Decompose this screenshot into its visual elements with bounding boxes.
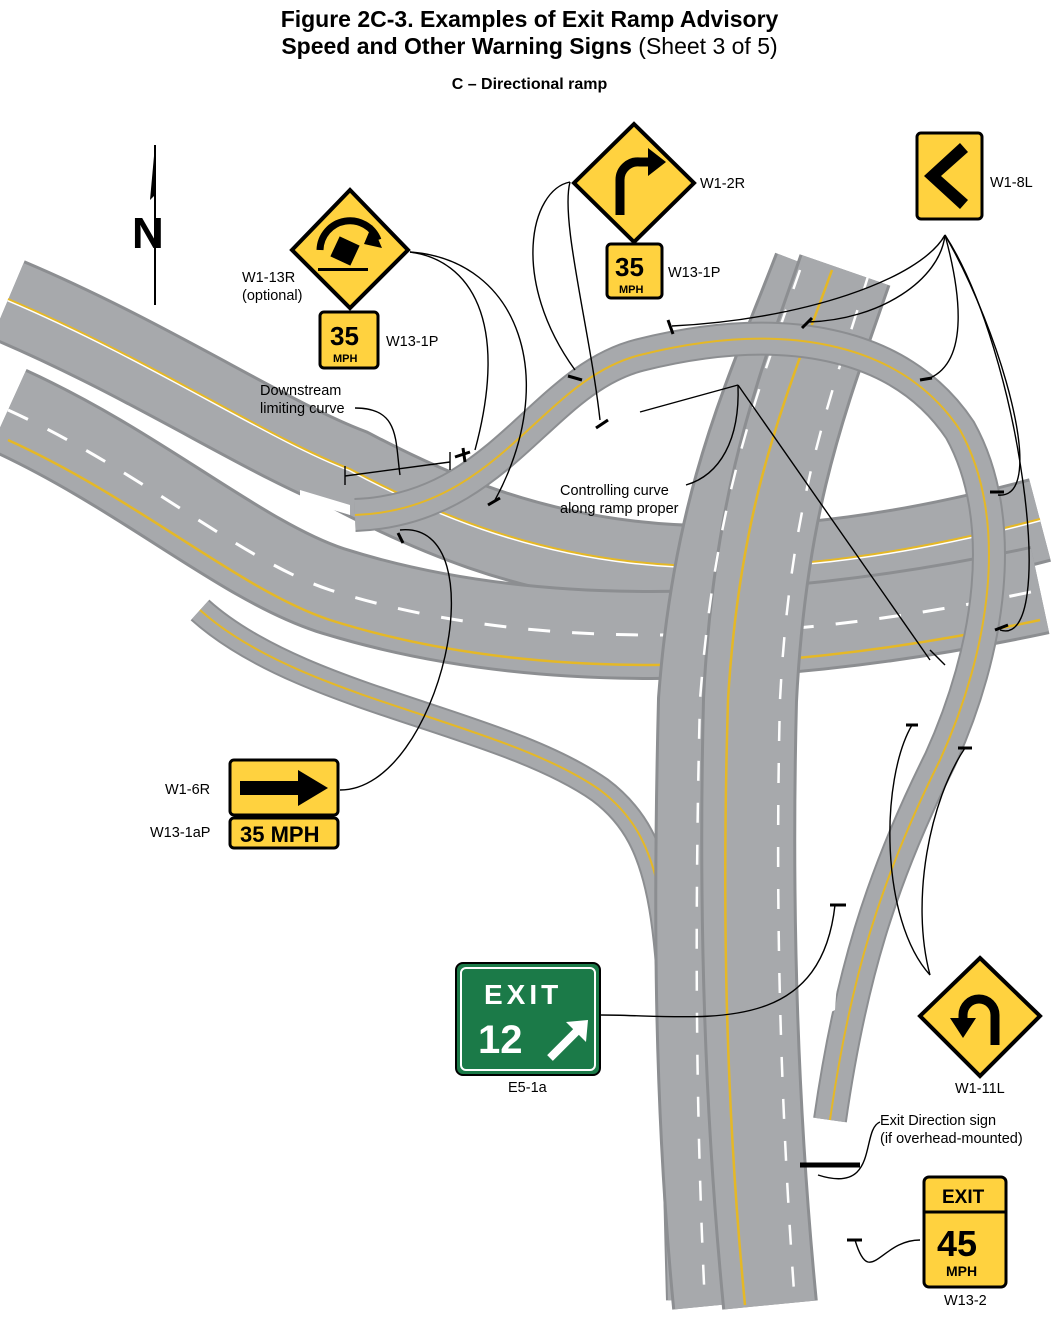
w13-1p-left-code: W13-1P <box>386 334 438 350</box>
annotations: Downstream limiting curve Controlling cu… <box>260 383 1023 1147</box>
w13-1ap-code: W13-1aP <box>150 825 210 841</box>
w1-8l-code: W1-8L <box>990 175 1033 191</box>
w1-13r-note: (optional) <box>242 288 302 304</box>
northbound-freeway <box>654 252 891 1310</box>
w13-1p-top-speed: 35 <box>615 252 644 282</box>
w1-13r-code: W1-13R <box>242 270 295 286</box>
e5-1a-line2: 12 <box>478 1018 523 1062</box>
e5-1a-code: E5-1a <box>508 1080 548 1096</box>
downstream-label-1: Downstream <box>260 383 341 399</box>
north-arrow: N <box>132 145 164 305</box>
w1-11l-code: W1-11L <box>955 1081 1005 1097</box>
sign-w13-1p-top: 35 MPH W13-1P <box>605 242 720 300</box>
sign-w1-8l: W1-8L <box>915 131 1033 221</box>
sign-e5-1a: EXIT 12 E5-1a <box>455 962 601 1096</box>
w13-2-line1: EXIT <box>942 1187 985 1208</box>
sign-w13-1ap: 35 MPH W13-1aP <box>150 816 340 850</box>
eastbound-freeway <box>0 369 1050 680</box>
directional-ramp <box>354 321 1006 1123</box>
figure-title-line1: Figure 2C-3. Examples of Exit Ramp Advis… <box>280 6 779 32</box>
exit-direction-label-2: (if overhead-mounted) <box>880 1131 1023 1147</box>
w13-1p-left-speed: 35 <box>330 321 359 351</box>
w13-1p-left-unit: MPH <box>333 353 358 365</box>
sign-w1-6r: W1-6R <box>165 758 340 817</box>
roadways <box>0 252 1051 1310</box>
sign-w1-2r: W1-2R <box>571 121 745 245</box>
e5-1a-line1: EXIT <box>484 979 562 1010</box>
gore-markings <box>80 490 840 1020</box>
w13-1p-top-unit: MPH <box>619 284 644 296</box>
w1-6r-code: W1-6R <box>165 782 210 798</box>
figure-title-line2: Speed and Other Warning Signs <box>281 33 632 59</box>
left-ramp <box>190 599 694 1301</box>
w13-1p-top-code: W13-1P <box>668 265 720 281</box>
w13-2-unit: MPH <box>946 1263 977 1279</box>
sign-w13-2: EXIT 45 MPH W13-2 <box>922 1175 1008 1309</box>
sign-post-markers <box>396 316 1009 1242</box>
sign-w1-13r: W1-13R (optional) <box>242 187 411 311</box>
figure-subtitle: C – Directional ramp <box>451 76 608 93</box>
w1-2r-code: W1-2R <box>700 176 745 192</box>
figure-title: Figure 2C-3. Examples of Exit Ramp Advis… <box>0 6 1059 60</box>
figure-title-suffix: (Sheet 3 of 5) <box>631 33 778 59</box>
north-label: N <box>132 209 164 258</box>
w13-2-code: W13-2 <box>944 1293 987 1309</box>
w13-1ap-text: 35 MPH <box>240 822 319 847</box>
sign-w13-1p-left: 35 MPH W13-1P <box>318 310 438 370</box>
callout-lines <box>339 181 1030 1263</box>
downstream-label-2: limiting curve <box>260 401 345 417</box>
sign-w1-11l: W1-11L <box>917 955 1043 1097</box>
exit-direction-label-1: Exit Direction sign <box>880 1113 996 1129</box>
controlling-label-1: Controlling curve <box>560 483 669 499</box>
controlling-label-2: along ramp proper <box>560 501 679 517</box>
w13-2-speed: 45 <box>937 1223 977 1264</box>
